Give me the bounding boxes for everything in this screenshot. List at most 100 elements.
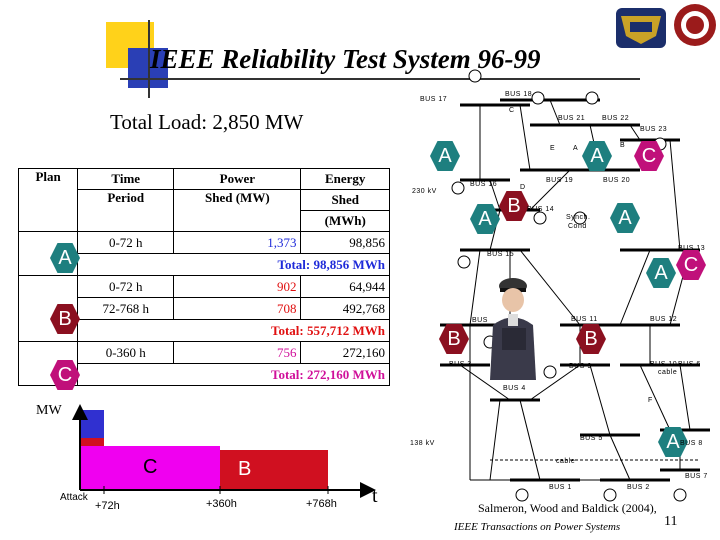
- diagram-badge-a-4: A: [610, 203, 640, 233]
- plan-b-badge: B: [50, 304, 80, 334]
- line-label-c: C: [509, 107, 515, 114]
- load-shed-chart: [72, 404, 376, 498]
- bus-label: BUS 7: [685, 473, 708, 480]
- chart-region-b-label: B: [238, 458, 252, 480]
- bus-label: BUS 14: [527, 206, 555, 213]
- diagram-badge-a-6: A: [658, 427, 688, 457]
- bus-label: BUS: [472, 317, 488, 324]
- cable-label-1: cable: [658, 369, 678, 376]
- chart-attack-label: Attack: [60, 492, 88, 503]
- diagram-badge-c-2: C: [676, 250, 706, 280]
- grid-diagram: [440, 69, 710, 502]
- plans-table: Plan Time Power Energy Period Shed (MW) …: [17, 168, 390, 386]
- chart-bar-blue: [80, 410, 104, 440]
- diagram-badge-b-1: B: [499, 191, 529, 221]
- decor-vertical-rule: [148, 20, 150, 98]
- plan-b-power-1: 902: [173, 275, 302, 298]
- chart-y-label: MW: [36, 403, 62, 418]
- plan-c-time: 0-360 h: [77, 341, 175, 364]
- university-seal: [674, 4, 716, 46]
- header-power-shed: Shed (MW): [173, 189, 302, 232]
- header-time-period: Period: [77, 189, 175, 232]
- plan-c-energy: 272,160: [300, 341, 390, 364]
- bus-label: BUS 6: [678, 361, 701, 368]
- bus-label: BUS 16: [470, 181, 498, 188]
- plan-a-power: 1,373: [173, 231, 302, 254]
- page-title: IEEE Reliability Test System 96-99: [150, 44, 541, 74]
- citation-authors: Salmeron, Wood and Baldick (2004),: [478, 501, 657, 515]
- chart-x-label: t: [372, 485, 378, 507]
- chart-bar-red-small: [80, 438, 104, 446]
- diagram-badge-c-1: C: [634, 141, 664, 171]
- header-energy: Energy: [300, 168, 390, 190]
- bus-label: BUS 13: [678, 245, 706, 252]
- bus-label: BUS 4: [503, 385, 526, 392]
- plan-b-power-2: 708: [173, 297, 302, 320]
- plan-b-energy-2: 492,768: [300, 297, 390, 320]
- plan-b-energy-1: 64,944: [300, 275, 390, 298]
- bus-label: BUS 19: [546, 177, 574, 184]
- bus-label: BUS 12: [650, 316, 678, 323]
- header-time: Time: [77, 168, 175, 190]
- chart-region-magenta: [80, 446, 220, 490]
- table-row: Total: 272,160 MWh: [19, 363, 390, 386]
- cable-label-2: cable: [556, 458, 576, 465]
- plan-a-energy: 98,856: [300, 231, 390, 254]
- line-label-a: A: [573, 145, 579, 152]
- plan-b-time-1: 0-72 h: [77, 275, 175, 298]
- header-plan: Plan: [17, 168, 79, 232]
- diagram-badge-a-3: A: [470, 204, 500, 234]
- plan-b-time-2: 72-768 h: [77, 297, 175, 320]
- line-label-b: B: [620, 142, 626, 149]
- header-energy-shed: Shed: [300, 189, 390, 211]
- page-number: 11: [664, 514, 678, 529]
- bus-label: BUS 22: [602, 115, 630, 122]
- line-label-e: E: [550, 145, 556, 152]
- header-power: Power: [173, 168, 302, 190]
- plan-b-total: Total: 557,712 MWh: [77, 319, 390, 342]
- guard-illustration: [490, 278, 536, 380]
- line-label-f: F: [648, 397, 653, 404]
- chart-region-c-label: C: [143, 456, 158, 478]
- table-row: Total: 557,712 MWh: [19, 319, 390, 342]
- synch-label: Synch.: [566, 214, 591, 221]
- bus-label: BUS 9: [569, 363, 592, 370]
- chart-tick-label-360: +360h: [206, 498, 237, 510]
- nps-logo: [616, 8, 666, 48]
- bus-label: BUS 5: [580, 435, 603, 442]
- bus-label: BUS 1: [549, 484, 572, 491]
- diagram-badge-a-2: A: [582, 141, 612, 171]
- bus-label: BUS 23: [640, 126, 668, 133]
- bus-label: BUS 8: [680, 440, 703, 447]
- table-row: 0-72 h 902 64,944: [17, 275, 390, 342]
- line-label-d: D: [520, 184, 526, 191]
- diagram-badge-a-1: A: [430, 141, 460, 171]
- plan-a-time: 0-72 h: [77, 231, 175, 254]
- plan-c-badge: C: [50, 360, 80, 390]
- header-energy-unit: (MWh): [300, 210, 390, 232]
- chart-tick-label-72: +72h: [95, 500, 120, 512]
- plan-c-total: Total: 272,160 MWh: [77, 363, 390, 386]
- bus-label: BUS 10: [650, 361, 678, 368]
- plan-a-badge: A: [50, 243, 80, 273]
- chart-tick-label-768: +768h: [306, 498, 337, 510]
- decor-title-rule: [120, 78, 640, 80]
- bus-label: BUS 17: [420, 96, 448, 103]
- chart-region-red: [220, 450, 328, 490]
- bus-label: BUS 20: [603, 177, 631, 184]
- bus-label: BUS 11: [571, 316, 598, 323]
- diagram-badge-a-5: A: [646, 258, 676, 288]
- citation-journal: IEEE Transactions on Power Systems: [454, 521, 621, 533]
- plan-c-power: 756: [173, 341, 302, 364]
- diagram-badge-b-3: B: [576, 324, 606, 354]
- total-load: Total Load: 2,850 MW: [110, 110, 304, 134]
- diagram-badge-b-2: B: [439, 324, 469, 354]
- bus-label: BUS 18: [505, 91, 533, 98]
- bus-label: BUS 15: [487, 251, 515, 258]
- cond-label: Cond: [568, 223, 587, 230]
- bus-label: BUS 3: [449, 361, 472, 368]
- bus-label: BUS 21: [558, 115, 586, 122]
- plan-a-total: Total: 98,856 MWh: [77, 253, 390, 276]
- table-row: 0-360 h 756 272,160: [17, 341, 390, 386]
- bus-label: BUS 2: [627, 484, 650, 491]
